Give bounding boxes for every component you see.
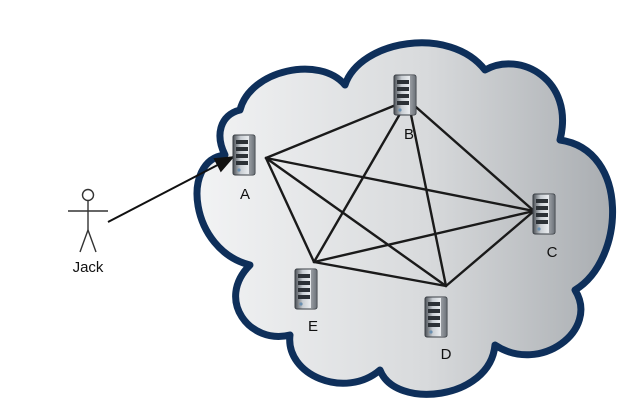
link-c-d <box>444 209 536 288</box>
server-icon <box>532 193 556 235</box>
server-label: D <box>441 346 452 363</box>
link-d-e <box>312 260 448 288</box>
link-b-c <box>406 98 536 213</box>
link-c-e <box>312 209 536 264</box>
link-a-d <box>264 156 448 288</box>
server-d: D <box>424 296 452 363</box>
server-label: C <box>547 244 558 261</box>
server-icon <box>424 296 448 338</box>
access-arrow <box>107 156 235 223</box>
stick-figure-icon <box>68 188 108 253</box>
server-a: A <box>232 134 256 203</box>
server-label: A <box>240 186 250 203</box>
server-c: C <box>532 193 558 261</box>
actor-label: Jack <box>73 259 104 276</box>
server-icon <box>232 134 256 176</box>
link-b-d <box>406 98 448 288</box>
server-label: E <box>308 318 318 335</box>
link-a-c <box>264 156 536 213</box>
link-a-b <box>264 98 410 160</box>
actor-jack: Jack <box>68 188 108 276</box>
server-icon <box>393 74 417 116</box>
link-b-e <box>312 98 410 264</box>
server-b: B <box>393 74 417 143</box>
connection-lines <box>264 98 536 288</box>
link-a-e <box>264 156 316 264</box>
server-e: E <box>294 268 318 335</box>
server-label: B <box>404 126 414 143</box>
server-icon <box>294 268 318 310</box>
